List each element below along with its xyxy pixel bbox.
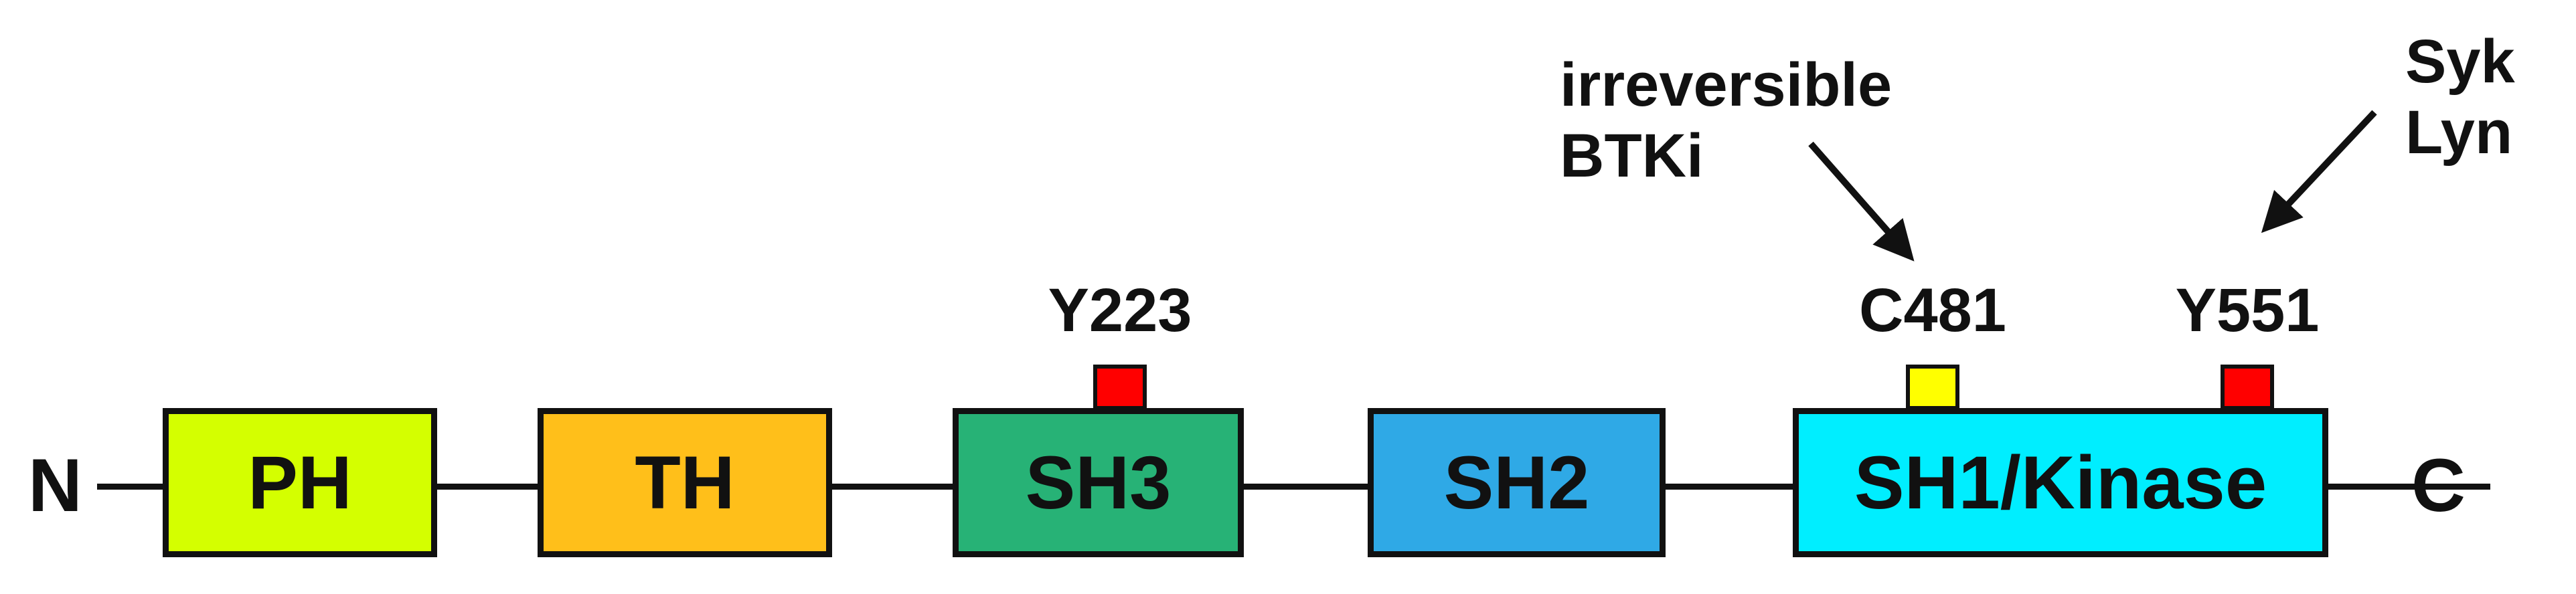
domain-sh1-kinase: SH1/Kinase [1793, 408, 2328, 557]
annotation-kinases-line1: Syk [2405, 27, 2515, 96]
domain-ph: PH [163, 408, 437, 557]
site-marker-y223 [1093, 365, 1147, 410]
annotation-kinases-line2: Lyn [2405, 98, 2513, 167]
annotation-syk-lyn: Syk Lyn [2405, 27, 2515, 169]
site-marker-y551 [2221, 365, 2274, 410]
annotation-irreversible-btki: irreversible BTKi [1560, 50, 1892, 192]
protein-backbone [97, 484, 2490, 490]
annotation-btki-line2: BTKi [1560, 121, 1704, 190]
site-label-y223: Y223 [1048, 276, 1192, 344]
c-terminus-label: C [2411, 443, 2466, 527]
annotation-btki-line1: irreversible [1560, 51, 1893, 119]
arrow-btki-to-c481 [1808, 141, 1915, 262]
domain-sh3: SH3 [953, 408, 1244, 557]
n-terminus-label: N [28, 443, 82, 527]
domain-th: TH [538, 408, 832, 557]
site-label-y551: Y551 [2175, 276, 2320, 344]
arrow-syk-lyn-to-y551 [2261, 110, 2377, 233]
site-label-c481: C481 [1859, 276, 2006, 344]
domain-sh2: SH2 [1368, 408, 1666, 557]
site-marker-c481 [1906, 365, 1959, 410]
